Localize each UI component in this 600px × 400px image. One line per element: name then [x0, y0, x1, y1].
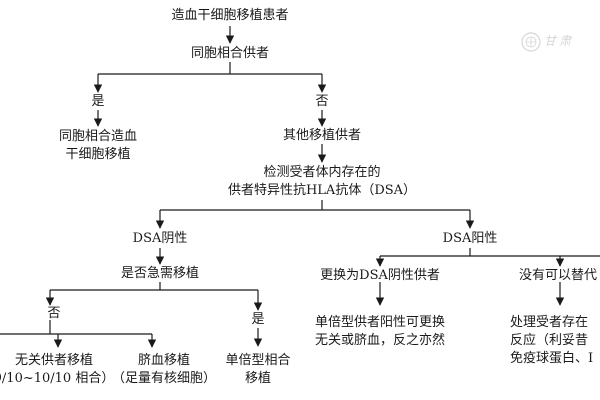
- node-no-2: 否: [47, 306, 61, 321]
- node-urgent-transplant: 是否急需移植: [120, 266, 200, 281]
- node-sibling-transplant-line-1: 同胞相合造血: [58, 129, 138, 144]
- node-sibling-transplant-line-2: 干细胞移植: [65, 147, 131, 162]
- node-cord-blood: 脐血移植 （足量有核细胞）: [112, 352, 216, 388]
- node-unrelated-donor: 无关供者移植 9/10~10/10 相合）: [0, 352, 114, 388]
- seal-icon: [521, 32, 541, 52]
- watermark-text: 甘肃: [544, 34, 575, 48]
- node-dsa-positive: DSA阳性: [442, 231, 498, 246]
- node-treatment-line-3: 免疫球蛋白、I: [510, 351, 594, 366]
- node-dsa-negative: DSA阴性: [132, 231, 188, 246]
- node-haploidentical-line-2: 移植: [244, 371, 272, 386]
- node-unrelated-donor-line-1: 无关供者移植: [14, 353, 93, 368]
- node-yes-2: 是: [251, 312, 265, 327]
- node-sibling-transplant: 同胞相合造血 干细胞移植: [59, 128, 137, 164]
- node-treatment-line-2: 反应（利妥昔: [510, 333, 589, 348]
- node-haploidentical-line-1: 单倍型相合: [225, 353, 291, 368]
- node-no-1: 否: [315, 94, 329, 109]
- watermark-logo: 甘肃: [520, 28, 598, 56]
- node-other-donor: 其他移植供者: [282, 128, 362, 143]
- node-yes-1: 是: [91, 94, 105, 109]
- node-sibling-match-donor: 同胞相合供者: [190, 46, 270, 61]
- node-switch-donor: 更换为DSA阴性供者: [320, 268, 440, 283]
- node-detect-dsa-line-1: 检测受者体内存在的: [263, 165, 381, 180]
- node-haploidentical: 单倍型相合 移植: [225, 352, 290, 388]
- node-root: 造血干细胞移植患者: [171, 8, 289, 23]
- node-switch-description-line-1: 单倍型供者阳性可更换: [314, 315, 446, 330]
- node-cord-blood-line-2: （足量有核细胞）: [111, 371, 217, 386]
- node-cord-blood-line-1: 脐血移植: [137, 353, 191, 368]
- node-treatment-line-1: 处理受者存在: [510, 315, 589, 330]
- node-detect-dsa-line-2: 供者特异性抗HLA抗体（DSA）: [227, 183, 417, 198]
- node-unrelated-donor-line-2: 9/10~10/10 相合）: [0, 371, 115, 386]
- node-detect-dsa: 检测受者体内存在的 供者特异性抗HLA抗体（DSA）: [228, 164, 416, 200]
- node-treatment: 处理受者存在 反应（利妥昔 免疫球蛋白、I: [510, 314, 593, 368]
- node-switch-description-line-2: 无关或脐血，反之亦然: [314, 333, 446, 348]
- node-switch-description: 单倍型供者阳性可更换 无关或脐血，反之亦然: [315, 314, 445, 350]
- node-no-alternative: 没有可以替代: [519, 268, 598, 283]
